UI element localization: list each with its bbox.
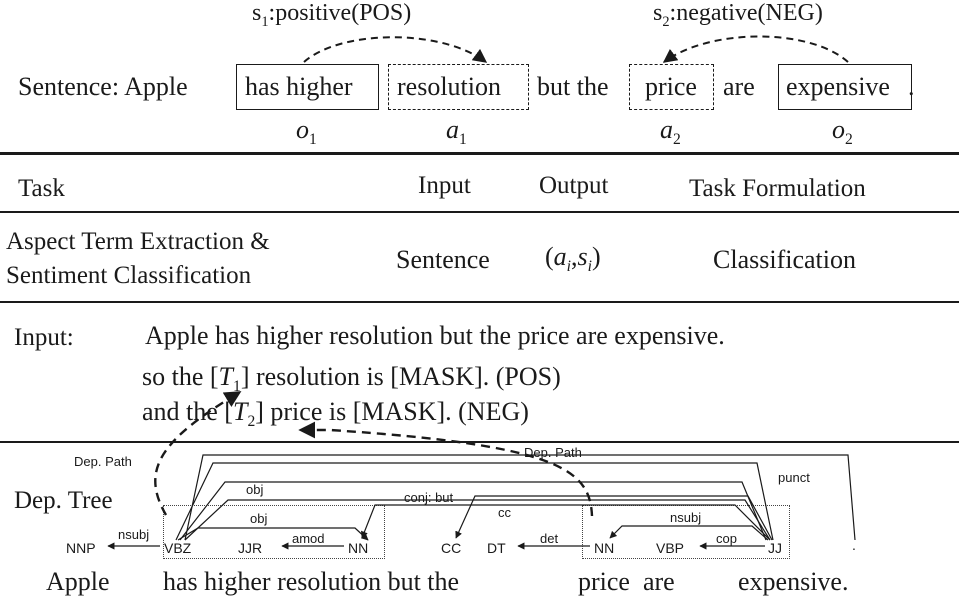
sentence-period: . (908, 72, 915, 101)
dep-word: price are (578, 567, 675, 596)
sentence-label: Sentence: Apple (18, 72, 188, 101)
aspect-term-2: price (645, 72, 697, 101)
row-task-line2: Sentiment Classification (6, 262, 252, 289)
opinion-box-1 (236, 64, 379, 110)
dep-path-label-right: Dep. Path (524, 445, 582, 460)
dep-path-label-left: Dep. Path (74, 454, 132, 469)
nsubj-right-arc (609, 525, 769, 541)
pos-tag: JJR (238, 540, 263, 556)
pos-tag: NN (348, 540, 369, 556)
pos-tag: DT (487, 540, 506, 556)
pos-tag: VBP (656, 540, 685, 556)
sentiment-arrow-2 (662, 35, 849, 63)
aspect-box-1 (388, 64, 529, 110)
opinion-term-2: expensive (786, 72, 890, 101)
dep-group-left (163, 505, 385, 559)
rel-det: det (540, 531, 559, 546)
conj-but-arc (361, 504, 771, 541)
rel-obj-lower: obj (250, 511, 268, 526)
dep-word: Apple (46, 567, 110, 596)
table-top-rule (0, 152, 959, 155)
cc-arc (455, 495, 773, 541)
prompt-line2: so the [T1] resolution is [MASK]. (POS) (142, 362, 561, 396)
dep-to-t2-arrow (298, 421, 594, 517)
dep-word: expensive. (738, 567, 849, 596)
term-label-o1: o1 (296, 115, 317, 149)
header-task-formulation: Task Formulation (689, 175, 866, 202)
term-label-a1: a1 (446, 115, 467, 149)
row-output: (ai,si) (545, 242, 601, 276)
punct-arc (184, 454, 856, 541)
term-label-a2: a2 (660, 115, 681, 149)
pos-tag: CC (441, 540, 462, 556)
pos-tag: NNP (66, 540, 96, 556)
prompt-line3: and the [T2] price is [MASK]. (NEG) (142, 397, 529, 431)
prompt-line1: Apple has higher resolution but the pric… (145, 321, 725, 350)
rel-cc: cc (498, 505, 511, 520)
section-rule (0, 441, 959, 443)
pos-tag: VBZ (164, 540, 192, 556)
obj-lower-arc (177, 527, 369, 541)
sentiment-arrow-1 (303, 36, 488, 63)
rel-nsubj-right: nsubj (670, 510, 702, 525)
rel-conj-but: conj: but (404, 490, 454, 505)
pos-tag: JJ (768, 540, 782, 556)
pos-tag: NN (594, 540, 615, 556)
sentiment-label-2: s2:negative(NEG) (653, 0, 823, 30)
rel-punct: punct (778, 470, 810, 485)
aspect-box-2 (629, 64, 714, 110)
row-formulation: Classification (713, 245, 856, 274)
rel-cop: cop (716, 531, 737, 546)
sentiment-label-1: s1:positive(POS) (252, 0, 412, 30)
row-input: Sentence (396, 245, 490, 274)
dep-word: has higher resolution but the (163, 567, 460, 596)
opinion-term-1: has higher (245, 72, 353, 101)
obj-arc-to-nn (184, 499, 771, 541)
sentence-middle: but the (537, 72, 609, 101)
rel-nsubj-left: nsubj (118, 527, 150, 542)
pos-tag: . (852, 537, 856, 553)
dep-tree-label: Dep. Tree (14, 487, 113, 514)
header-input: Input (418, 172, 471, 199)
obj-upper-arc (179, 481, 767, 541)
opinion-box-2 (778, 64, 912, 110)
term-label-o2: o2 (832, 115, 853, 149)
header-output: Output (539, 172, 609, 199)
row-task-line1: Aspect Term Extraction & (6, 228, 270, 255)
rel-amod: amod (292, 531, 325, 546)
prompt-label: Input: (14, 324, 74, 351)
header-task: Task (18, 175, 65, 202)
table-mid-rule (0, 211, 959, 213)
dep-path-arc-left (175, 462, 774, 541)
aspect-term-1: resolution (397, 72, 501, 101)
dep-to-t1-arrow (154, 390, 242, 516)
rel-obj-upper: obj (246, 482, 264, 497)
table-row-rule (0, 301, 959, 303)
sentence-are: are (723, 72, 755, 101)
